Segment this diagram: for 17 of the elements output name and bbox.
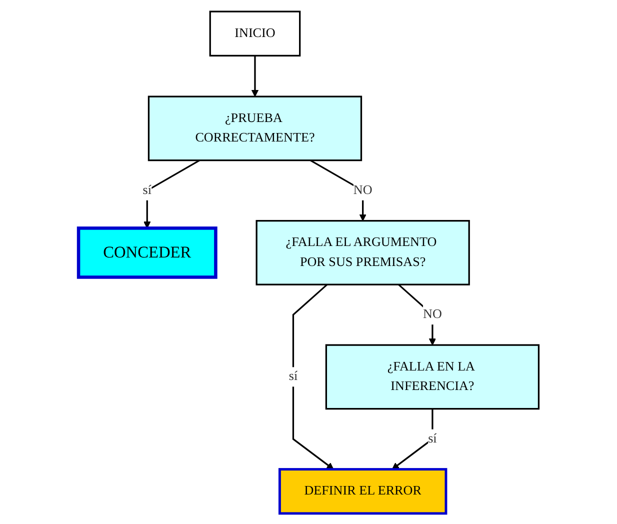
- node-box: ¿FALLA EN LA INFERENCIA?: [325, 344, 540, 410]
- edge-label: sí: [288, 369, 298, 383]
- arrow: [292, 283, 334, 470]
- edge-label: sí: [428, 431, 437, 446]
- node-box: ¿FALLA EL ARGUMENTO POR SUS PREMISAS?: [256, 220, 470, 285]
- arrow: [310, 159, 366, 221]
- edge-label: NO: [353, 182, 372, 197]
- edge-label: NO: [422, 306, 442, 321]
- node-box: ¿PRUEBA CORRECTAMENTE?: [148, 95, 362, 161]
- node-box: INICIO: [209, 10, 301, 56]
- arrow: [398, 283, 436, 345]
- node-box: DEFINIR EL ERROR: [278, 468, 448, 514]
- arrow: [392, 408, 434, 470]
- arrow: [251, 55, 258, 96]
- edge-label: sí: [142, 182, 152, 197]
- arrow: [143, 159, 200, 228]
- node-box: CONCEDER: [76, 226, 218, 278]
